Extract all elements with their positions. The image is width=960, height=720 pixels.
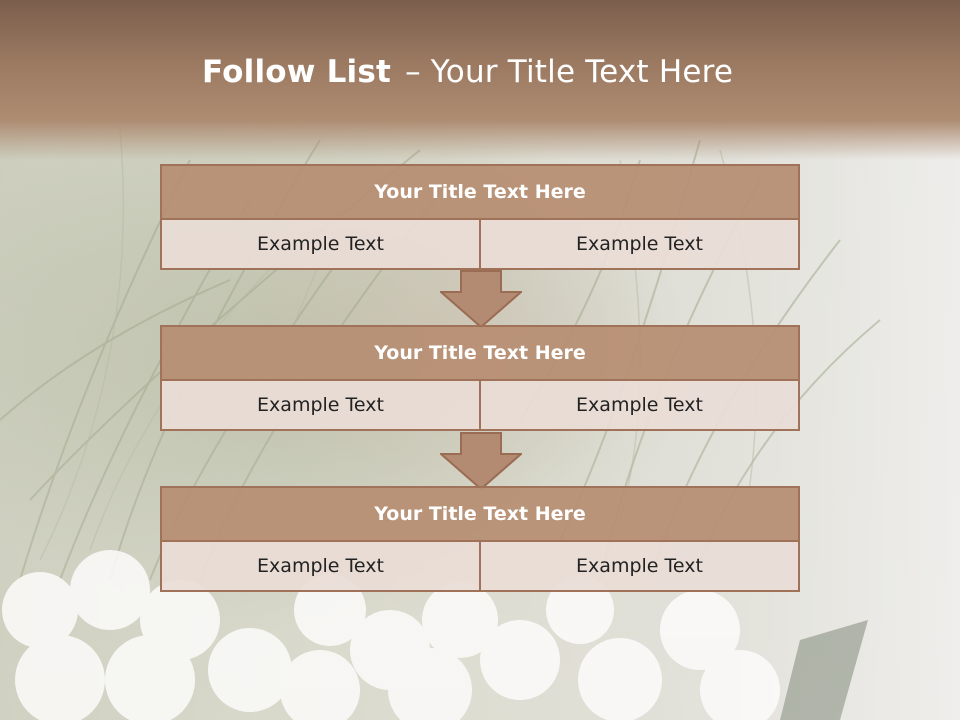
flow-step-3: Your Title Text Here Example Text Exampl… [160,486,800,592]
step-left-text: Example Text [160,542,481,592]
down-arrow-icon [440,432,522,490]
step-left-text: Example Text [160,381,481,431]
step-left-text: Example Text [160,220,481,270]
step-title: Your Title Text Here [160,164,800,220]
step-row: Example Text Example Text [160,220,800,270]
step-right-text: Example Text [481,220,800,270]
title-rest-part: Your Title Text Here [430,54,734,90]
title-band [0,0,960,160]
step-right-text: Example Text [481,381,800,431]
title-dash: – [405,54,421,90]
step-title: Your Title Text Here [160,486,800,542]
down-arrow-icon [440,270,522,328]
flowers-decoration [2,550,868,720]
flow-step-2: Your Title Text Here Example Text Exampl… [160,325,800,431]
step-title: Your Title Text Here [160,325,800,381]
slide-title: Follow List–Your Title Text Here [202,54,733,90]
step-row: Example Text Example Text [160,381,800,431]
step-row: Example Text Example Text [160,542,800,592]
step-right-text: Example Text [481,542,800,592]
flow-step-1: Your Title Text Here Example Text Exampl… [160,164,800,270]
title-bold-part: Follow List [202,54,392,90]
